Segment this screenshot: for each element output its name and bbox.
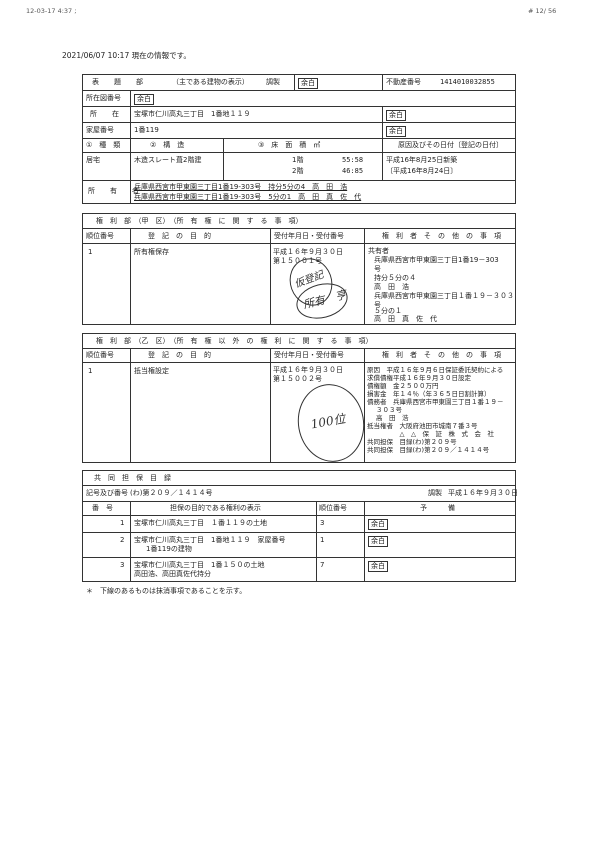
- otsuku-holder-line: △ △ 保 証 株 式 会 社: [367, 430, 495, 438]
- footnote: ＊ 下線のあるものは抹消事項であることを示す。: [86, 587, 247, 595]
- otsuku-col-holder: 権 利 者 そ の 他 の 事 項: [382, 351, 501, 359]
- table-row-rank: 3: [320, 519, 325, 527]
- otsuku-holder-line: 債務者 兵庫県西宮市甲東園三丁目１番１９－: [367, 398, 504, 406]
- kouku-holder-line: 高 田 浩: [374, 283, 409, 291]
- table-row-display: 宝塚市仁川高丸三丁目 １番１１９の土地: [134, 519, 267, 527]
- title-header-note: （主である建物の表示）: [172, 78, 249, 86]
- otsuku-holder-line: 抵当権者 大阪府池田市城南７番３号: [367, 422, 478, 430]
- table-row-display-line2: 高田浩、高田真佐代持分: [134, 570, 211, 578]
- kouku-col-purpose: 登 記 の 目 的: [148, 232, 211, 240]
- structure-value: 木造スレート葺2階建: [134, 156, 202, 164]
- otsuku-holder-line: 債権額 金２５００万円: [367, 382, 439, 390]
- col-area-header: ③ 床 面 積 ㎡: [258, 141, 321, 149]
- fudosan-value: 1414010032855: [440, 78, 495, 86]
- table-row-reserve: 余白: [368, 536, 388, 547]
- table-row-display: 宝塚市仁川高丸三丁目 1番地１１９ 家屋番号: [134, 536, 286, 544]
- otsuku-holder-line: 共同担保 目録(わ)第２０９／１４１４号: [367, 446, 490, 454]
- kouku-holder-line: 高 田 真 佐 代: [374, 315, 437, 323]
- table-row-rank: 1: [320, 536, 325, 544]
- owner-line2: 兵庫県西宮市甲東園三丁目1番19-303号 5分の1 高 田 真 佐 代: [134, 193, 362, 201]
- floor2-label: 2階: [292, 167, 304, 175]
- title-header-label: 表 題 部: [92, 78, 147, 86]
- kouku-receipt2: 第１５００１号: [273, 257, 322, 265]
- kouku-col-rank: 順位番号: [86, 232, 114, 240]
- floor1-area: 55:58: [342, 156, 364, 164]
- table-row-reserve: 余白: [368, 561, 388, 572]
- date-notice: 2021/06/07 10:17 現在の情報です。: [62, 51, 191, 60]
- mokuroku-col-rank: 順位番号: [319, 504, 347, 512]
- col-kind-header: ① 種 類: [86, 141, 121, 149]
- kouku-holder-line: 号: [374, 265, 381, 273]
- cause-line2: 〔平成16年8月24日〕: [386, 167, 458, 175]
- table-row-display: 宝塚市仁川高丸三丁目 1番１５０の土地: [134, 561, 265, 569]
- col-cause-header: 原因及びその日付〔登記の日付〕: [398, 141, 503, 149]
- otsuku-holder-line: ３０３号: [376, 406, 402, 414]
- otsuku-receipt2: 第１５００２号: [273, 375, 322, 383]
- kouku-holder-line: 兵庫県西宮市甲東園三丁目1番19－303: [374, 256, 499, 264]
- kouku-holder-line: 兵庫県西宮市甲東園三丁目１番１９－３０３: [374, 292, 514, 300]
- prep-value: 余白: [298, 78, 318, 89]
- seal-stamp-3-text: 100位: [309, 411, 347, 432]
- location-value: 宝塚市仁川高丸三丁目 1番地１１９: [134, 110, 251, 118]
- table-row-display-line2: 1番119の建物: [146, 545, 192, 553]
- otsuku-col-receipt: 受付年月日・受付番号: [274, 351, 344, 359]
- kouku-holder-line: 号: [374, 301, 381, 309]
- kouku-purpose: 所有権保存: [134, 248, 169, 256]
- mokuroku-header: 共 同 担 保 目 録: [94, 474, 171, 482]
- mokuroku-prep-value: 平成１６年９月３０日: [448, 489, 518, 497]
- location-margin: 余白: [386, 110, 406, 121]
- owner-line1: 兵庫県西宮市甲東園三丁目1番19-303号 持分5分の4 高 田 浩: [134, 183, 348, 191]
- prep-label: 調製: [266, 78, 280, 86]
- otsuku-receipt1: 平成１６年９月３０日: [273, 366, 343, 374]
- kind-value: 居宅: [86, 156, 100, 164]
- mokuroku-col-display: 担保の目的である権利の表示: [170, 504, 261, 512]
- house-no-label: 家屋番号: [86, 126, 114, 134]
- otsuku-holder-line: 損害金 年１４％（年３６５日日割計算）: [367, 390, 491, 398]
- otsuku-header: 権 利 部 （乙 区） （所 有 権 以 外 の 権 利 に 関 す る 事 項…: [96, 337, 373, 345]
- map-label: 所在図番号: [86, 94, 121, 102]
- kouku-rank: 1: [88, 248, 93, 256]
- table-row-rank: 7: [320, 561, 325, 569]
- fudosan-label: 不動産番号: [386, 78, 421, 86]
- kouku-holder-line: 共有者: [368, 247, 389, 255]
- kouku-col-holder: 権 利 者 そ の 他 の 事 項: [382, 232, 501, 240]
- kouku-receipt1: 平成１６年９月３０日: [273, 248, 343, 256]
- otsuku-holder-line: 求償債権平成１６年９月３０日設定: [367, 374, 471, 382]
- otsuku-holder-line: 原因 平成１６年９月６日保証委託契約による: [367, 366, 504, 374]
- house-no-value: 1番119: [134, 126, 159, 134]
- map-value: 余白: [134, 94, 154, 105]
- fax-header-right: # 12/ 56: [528, 7, 557, 15]
- mokuroku-symbol-value: (わ)第２０９／１４１４号: [130, 489, 213, 497]
- mokuroku-col-no: 番 号: [92, 504, 113, 512]
- kouku-holder-line: ５分の１: [374, 307, 402, 315]
- kouku-col-receipt: 受付年月日・受付番号: [274, 232, 344, 240]
- kouku-header: 権 利 部 （甲 区） （所 有 権 に 関 す る 事 項）: [96, 217, 303, 225]
- otsuku-rank: 1: [88, 367, 93, 375]
- house-no-margin: 余白: [386, 126, 406, 137]
- otsuku-holder-line: 高 田 浩: [376, 414, 409, 422]
- location-label: 所 在: [90, 110, 123, 118]
- floor1-label: 1階: [292, 156, 304, 164]
- floor2-area: 46:85: [342, 167, 364, 175]
- otsuku-col-purpose: 登 記 の 目 的: [148, 351, 211, 359]
- seal-stamp-2-text: 所有 亨: [301, 288, 348, 312]
- otsuku-col-rank: 順位番号: [86, 351, 114, 359]
- table-row-no: 3: [120, 561, 125, 569]
- col-structure-header: ② 構 造: [150, 141, 185, 149]
- table-row-no: 1: [120, 519, 125, 527]
- fax-header-left: 12-03-17 4:37 ;: [26, 7, 77, 15]
- otsuku-purpose: 抵当権設定: [134, 367, 169, 375]
- mokuroku-col-reserve: 予 備: [420, 504, 455, 512]
- table-row-no: 2: [120, 536, 125, 544]
- mokuroku-prep-label: 調製: [428, 489, 442, 497]
- kouku-holder-line: 持分５分の４: [374, 274, 416, 282]
- otsuku-holder-line: 共同担保 目録(わ)第２０９号: [367, 438, 457, 446]
- table-row-reserve: 余白: [368, 519, 388, 530]
- cause-line1: 平成16年8月25日新築: [386, 156, 458, 164]
- mokuroku-symbol-label: 記号及び番号: [86, 489, 128, 497]
- owner-label: 所 有 者: [88, 187, 143, 195]
